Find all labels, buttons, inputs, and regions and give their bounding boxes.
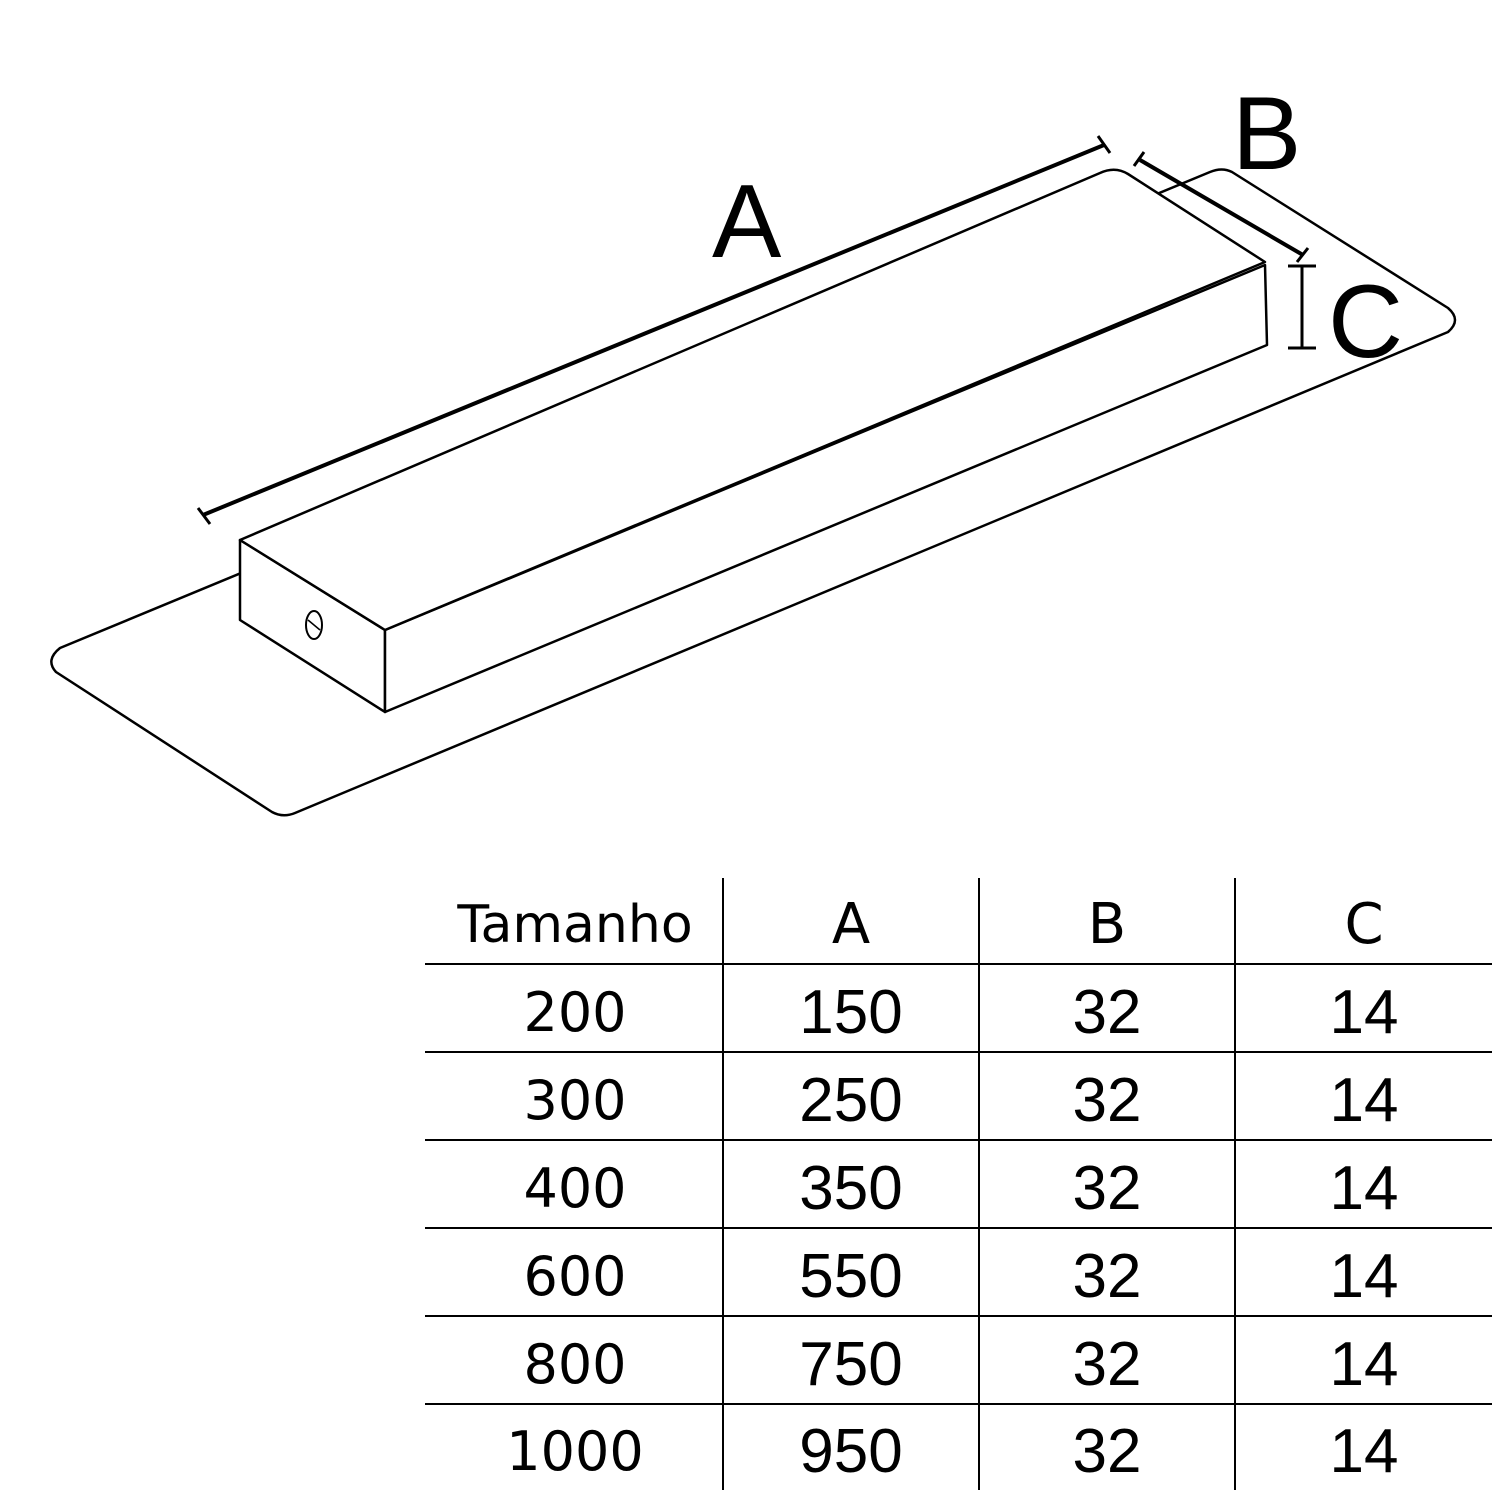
table-cell: 14 xyxy=(1329,1154,1399,1223)
table-cell: 350 xyxy=(799,1154,903,1223)
table-cell: 14 xyxy=(1329,1242,1399,1311)
column-divider xyxy=(1234,878,1236,1490)
table-header-cell: A xyxy=(831,892,871,957)
table-cell: 300 xyxy=(523,1069,627,1132)
dimension-a-line xyxy=(196,135,1112,525)
table-cell: 14 xyxy=(1329,1417,1399,1486)
table-cell: 14 xyxy=(1329,1330,1399,1399)
table-cell: 400 xyxy=(523,1157,627,1220)
table-header-cell: B xyxy=(1087,892,1127,957)
table-cell: 600 xyxy=(523,1245,627,1308)
row-divider xyxy=(425,1051,1492,1053)
table-cell: 32 xyxy=(1072,1154,1142,1223)
row-divider xyxy=(425,963,1492,965)
dimension-c-line xyxy=(1288,264,1316,350)
row-divider xyxy=(425,1139,1492,1141)
table-cell: 800 xyxy=(523,1333,627,1396)
table-header-cell: Tamanho xyxy=(457,895,693,955)
column-divider xyxy=(722,878,724,1490)
table-cell: 32 xyxy=(1072,1066,1142,1135)
table-cell: 1000 xyxy=(506,1420,644,1483)
column-divider xyxy=(978,878,980,1490)
row-divider xyxy=(425,1227,1492,1229)
table-cell: 750 xyxy=(799,1330,903,1399)
product-drawing xyxy=(50,135,1457,817)
box-front-face xyxy=(383,263,1269,714)
table-cell: 250 xyxy=(799,1066,903,1135)
table-cell: 14 xyxy=(1329,978,1399,1047)
table-cell: 14 xyxy=(1329,1066,1399,1135)
table-cell: 200 xyxy=(523,981,627,1044)
table-cell: 950 xyxy=(799,1417,903,1486)
table-cell: 32 xyxy=(1072,978,1142,1047)
dimension-b-label: B xyxy=(1232,76,1302,192)
table-cell: 32 xyxy=(1072,1242,1142,1311)
cable-hole xyxy=(305,610,323,640)
table-cell: 550 xyxy=(799,1242,903,1311)
table-cell: 32 xyxy=(1072,1330,1142,1399)
dimension-b-line xyxy=(1132,151,1310,263)
row-divider xyxy=(425,1315,1492,1317)
table-cell: 150 xyxy=(799,978,903,1047)
dimension-a-label: A xyxy=(712,164,782,280)
row-divider xyxy=(425,1403,1492,1405)
dimension-c-label: C xyxy=(1328,264,1404,380)
table-header-cell: C xyxy=(1344,892,1384,957)
box-top-face xyxy=(238,168,1267,632)
table-cell: 32 xyxy=(1072,1417,1142,1486)
